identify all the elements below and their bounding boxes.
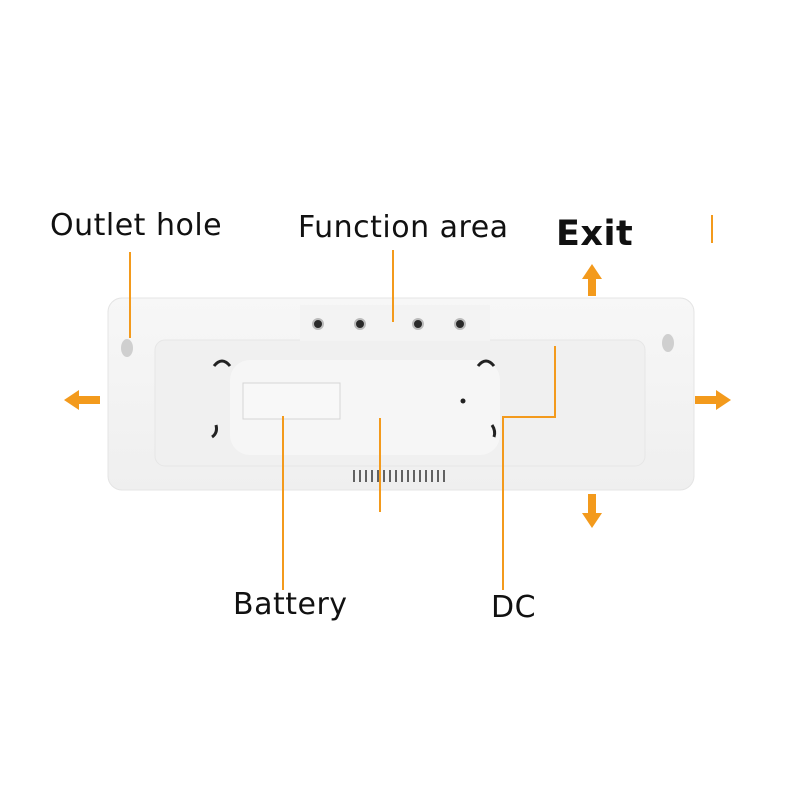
label-battery: Battery	[233, 587, 348, 622]
battery-cover	[242, 382, 341, 420]
arrow-right-icon	[695, 390, 731, 410]
label-dc: DC	[491, 590, 537, 625]
device-back-panel	[107, 297, 695, 491]
leader-lines	[129, 215, 713, 590]
label-function-area: Function area	[298, 210, 509, 245]
arrow-left-icon	[64, 390, 100, 410]
vent-slots	[353, 470, 445, 482]
arrow-down-icon	[582, 494, 602, 528]
outlet-hole-icon	[121, 334, 674, 357]
arrow-icons	[64, 264, 731, 528]
label-exit: Exit	[556, 214, 634, 254]
clip-marks	[211, 359, 497, 439]
arrow-up-icon	[582, 264, 602, 296]
function-buttons	[312, 318, 466, 330]
label-outlet-hole: Outlet hole	[50, 208, 223, 243]
